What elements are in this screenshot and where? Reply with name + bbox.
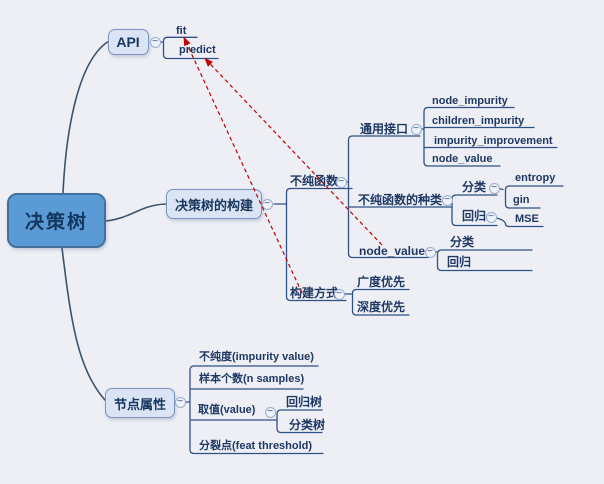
collapse-toggle-node-attributes[interactable]: − [174,396,186,408]
topic-gin[interactable]: gin [513,194,530,206]
collapse-toggle-impurity-kinds[interactable]: − [441,194,453,206]
topic-build-method[interactable]: 构建方式 [290,286,339,300]
topic-node-value-regression[interactable]: 回归 [447,255,472,269]
topic-construction[interactable]: 决策树的构建 [166,189,262,219]
topic-impurity-value[interactable]: 不纯度(impurity value) [199,351,314,363]
topic-api[interactable]: API [107,29,149,55]
topic-depth-first[interactable]: 深度优先 [357,300,406,314]
collapse-toggle-classification-kind[interactable]: − [488,182,500,194]
topic-predict[interactable]: predict [179,44,216,56]
topic-regression-kind[interactable]: 回归 [462,209,487,223]
topic-node-impurity[interactable]: node_impurity [432,95,508,107]
collapse-toggle-node-value[interactable]: − [424,246,436,258]
topic-fit[interactable]: fit [176,25,187,37]
collapse-toggle-construction[interactable]: − [261,198,273,210]
topic-feat-threshold[interactable]: 分裂点(feat threshold) [199,440,313,452]
topic-impurity-improvement[interactable]: impurity_improvement [434,135,553,147]
topic-n-samples[interactable]: 样本个数(n samples) [199,373,305,385]
collapse-toggle-impurity-function[interactable]: − [335,176,347,188]
topic-node-value-interface[interactable]: node_value [432,153,493,165]
topic-mse[interactable]: MSE [515,213,539,225]
collapse-toggle-value[interactable]: − [264,406,276,418]
collapse-toggle-generic-interface[interactable]: − [410,123,422,135]
root-topic[interactable]: 决策树 [7,193,106,248]
topic-value[interactable]: 取值(value) [198,404,256,416]
topic-node-value[interactable]: node_value [359,244,426,258]
topic-regression-tree[interactable]: 回归树 [286,395,323,409]
topic-breadth-first[interactable]: 广度优先 [357,275,406,289]
topic-impurity-kinds[interactable]: 不纯函数的种类 [358,193,443,207]
collapse-toggle-api[interactable]: − [149,36,161,48]
topic-impurity-function[interactable]: 不纯函数 [290,174,339,188]
topic-generic-interface[interactable]: 通用接口 [360,122,409,136]
topic-classification-kind[interactable]: 分类 [462,180,487,194]
collapse-toggle-regression-kind[interactable]: − [485,211,497,223]
topic-children-impurity[interactable]: children_impurity [432,115,525,127]
topic-node-value-classification[interactable]: 分类 [450,235,475,249]
topic-classification-tree[interactable]: 分类树 [289,418,326,432]
collapse-toggle-build-method[interactable]: − [333,288,345,300]
relation-arrow-build-method-to-fit [183,36,303,294]
topic-entropy[interactable]: entropy [515,172,556,184]
topic-node-attributes[interactable]: 节点属性 [105,388,175,418]
